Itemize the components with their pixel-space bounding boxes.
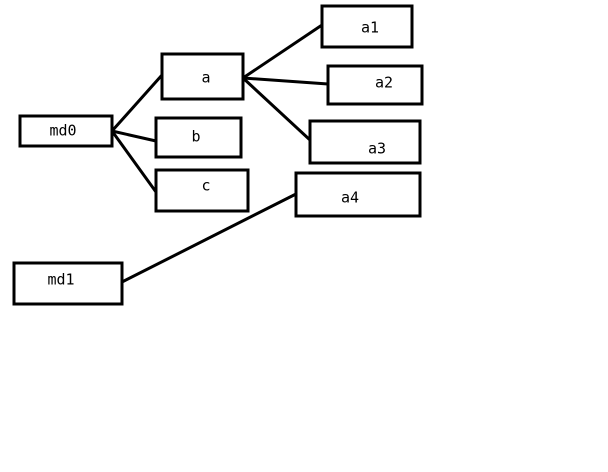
node-b: b — [154, 116, 243, 159]
edges — [110, 23, 329, 284]
node-c-label: c — [201, 177, 210, 195]
node-md1: md1 — [12, 261, 124, 306]
edge-a-a1 — [242, 23, 323, 80]
node-a3-label: a3 — [368, 140, 386, 158]
edge-a-a3 — [241, 76, 312, 142]
node-md0: md0 — [18, 114, 114, 148]
node-a: a — [160, 52, 245, 101]
node-a4-label: a4 — [341, 189, 359, 207]
edge-md0-a — [110, 74, 164, 132]
node-a1: a1 — [320, 4, 414, 49]
node-a2: a2 — [326, 64, 424, 106]
node-md1-label: md1 — [47, 271, 74, 289]
edge-md0-c — [110, 130, 158, 193]
edge-a-a2 — [242, 76, 329, 86]
node-md0-label: md0 — [49, 122, 76, 140]
node-c: c — [154, 168, 250, 213]
node-a1-label: a1 — [361, 19, 379, 37]
node-a3: a3 — [308, 119, 422, 165]
node-a2-label: a2 — [375, 74, 393, 92]
node-a4: a4 — [294, 171, 422, 218]
edge-md1-a4 — [121, 192, 297, 284]
node-a-label: a — [201, 69, 210, 87]
edge-md0-b — [111, 129, 157, 143]
node-b-label: b — [191, 128, 200, 146]
